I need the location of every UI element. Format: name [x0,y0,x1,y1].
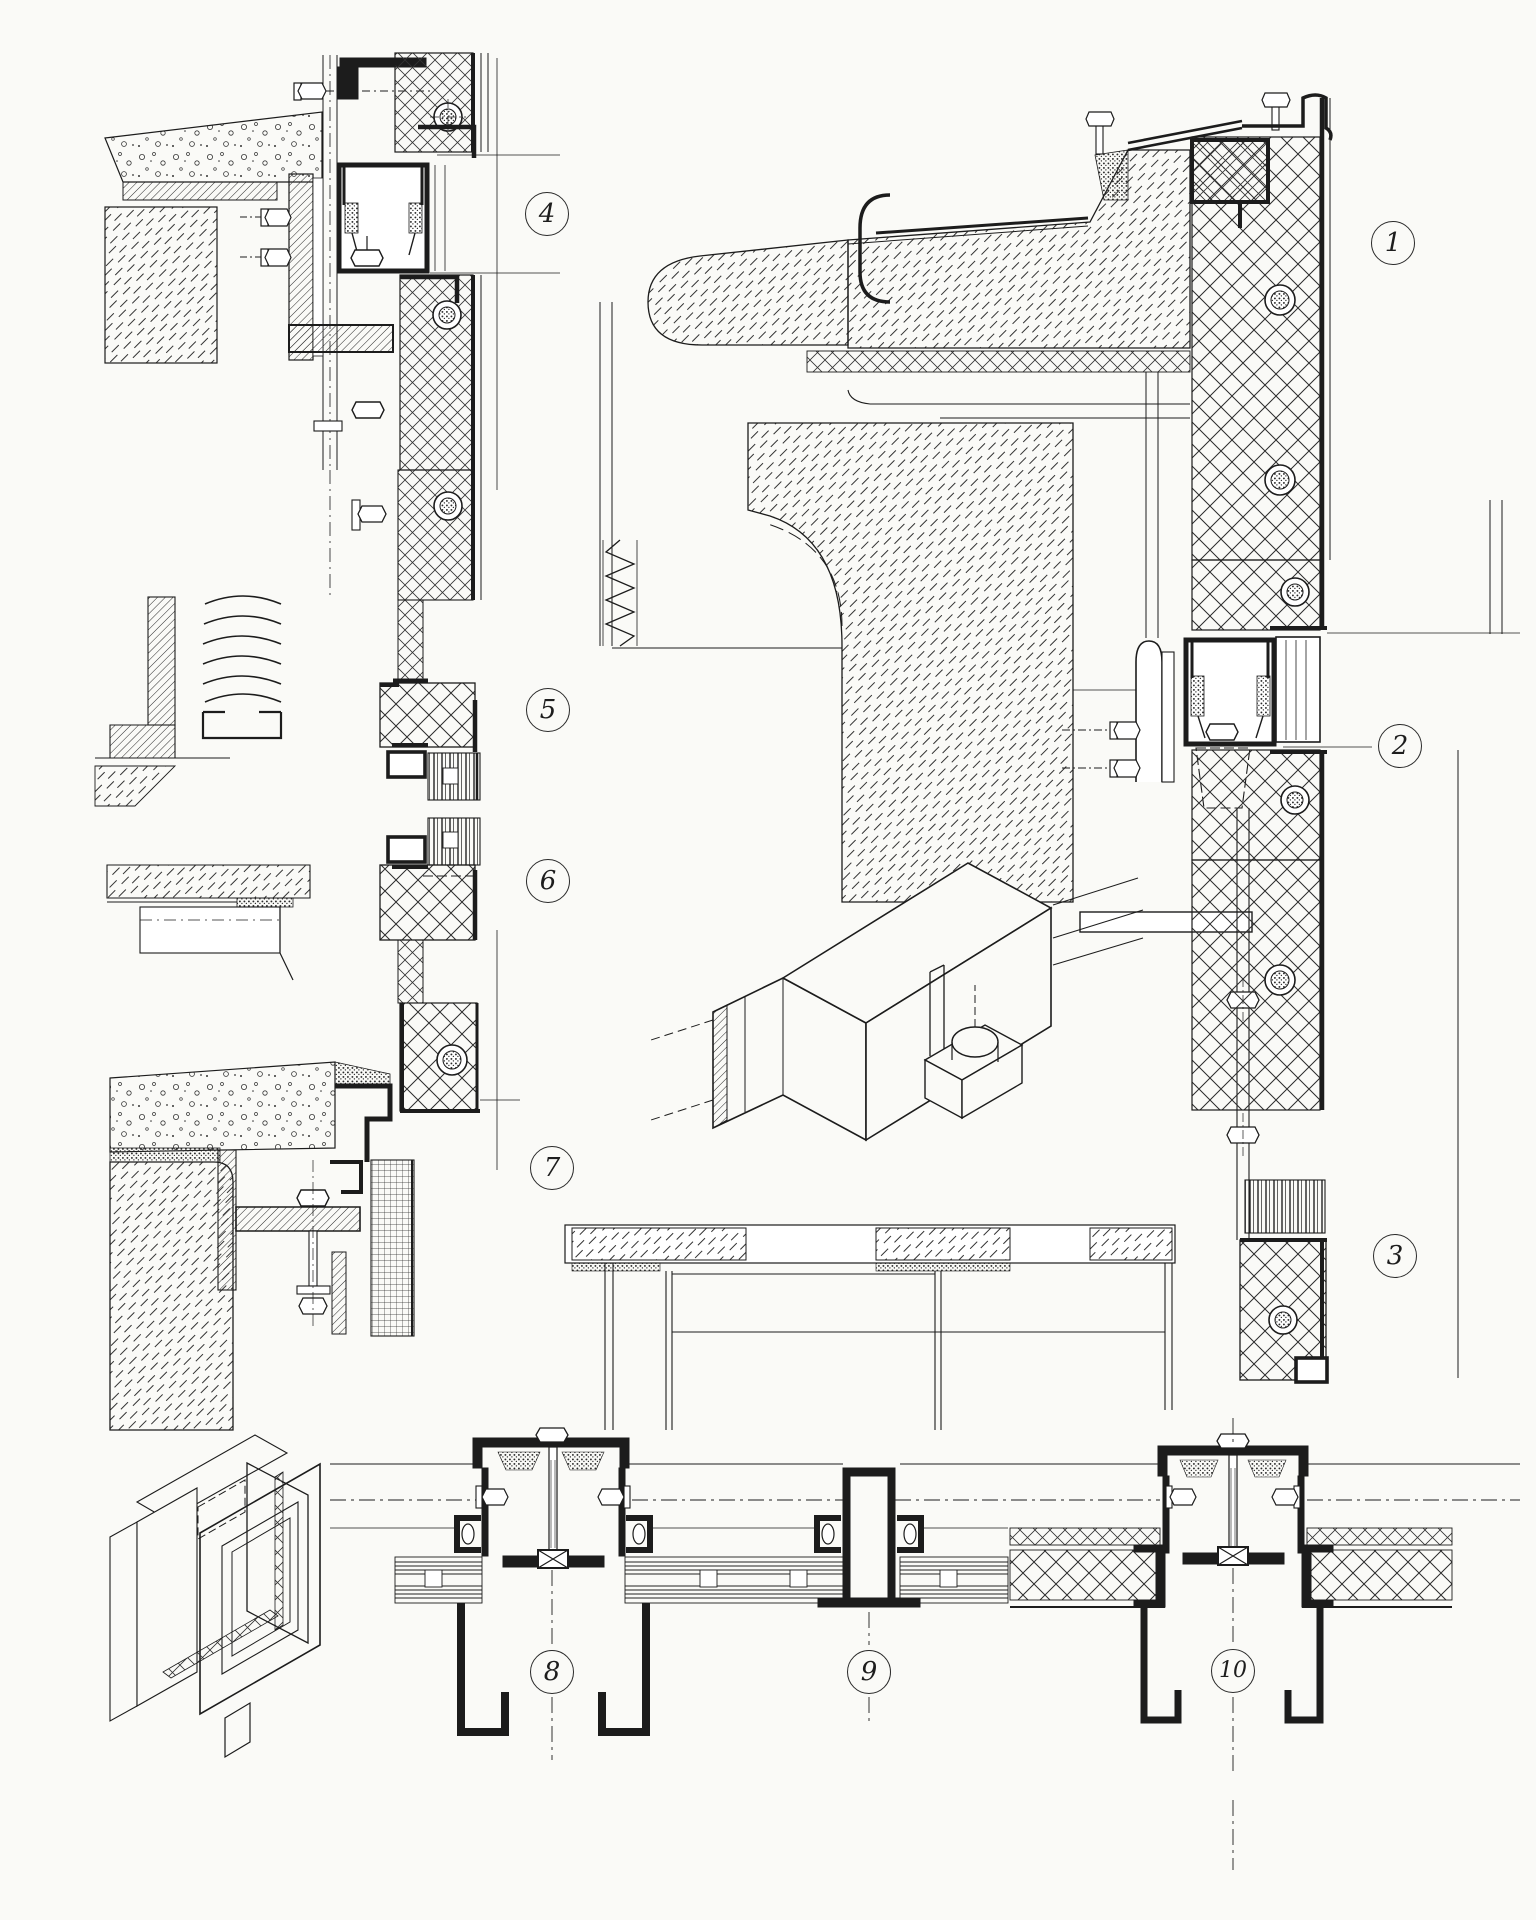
fastener-icon [1280,785,1310,815]
bracket-arm [235,1206,361,1232]
callout-1-label: 1 [1384,228,1402,258]
detail-7-floor-bracket [109,930,520,1431]
fastener-icon [1264,964,1296,996]
detail-10-mullion-panel-plan [1009,1418,1453,1870]
bolt-icon [1226,1113,1260,1157]
callout-10: 10 [1211,1649,1255,1693]
detail-6-head-soffit [106,817,481,1004]
concrete-column [747,422,1074,903]
nut-icon [313,401,385,432]
fastener-icon [1268,1305,1298,1335]
bolt-icon [535,1427,569,1554]
anchor-bracket [1135,640,1163,782]
louver-band [624,1556,844,1604]
sill-profile [335,1083,393,1162]
panel-skin [1306,1527,1453,1546]
bolt-icon [293,82,432,101]
soffit-box [139,906,281,954]
callout-8-label: 8 [543,1657,561,1687]
fastener-icon [1264,464,1296,496]
glazing-plane-lines [330,1463,1520,1529]
fastener-icon [432,300,462,330]
fastener-icon [1264,284,1296,316]
gasket-icon [814,1515,924,1553]
callout-1: 1 [1371,221,1415,265]
channel-anchor-axonometric [650,862,1144,1142]
fastener-icon [433,491,463,521]
callout-8: 8 [530,1650,574,1694]
roof-deck [647,239,849,346]
head-profile [386,750,427,779]
tile-panel [370,1159,415,1337]
concrete-wall [109,1161,234,1431]
fastener-icon [436,1044,468,1076]
detail-2-anchor-bracket [599,302,1520,1378]
channel-leg [598,1603,650,1736]
fastener-icon [1280,577,1310,607]
head-profile [386,835,427,864]
callout-5-label: 5 [539,695,557,725]
coping-end-hook [858,193,891,304]
callout-6-label: 6 [539,866,557,896]
insulation-corner [379,682,476,748]
bolt-icon [240,248,292,267]
bolt-icon [1062,759,1141,778]
bolt-retainer [923,985,1024,1120]
panel-frame-axonometric [109,1434,321,1759]
callout-4-label: 4 [538,199,556,229]
callout-3-label: 3 [1386,1241,1404,1271]
callout-3: 3 [1373,1234,1417,1278]
concrete-screed [109,1061,336,1153]
callout-10-label: 10 [1219,1658,1247,1683]
detail-4-slab-edge-anchor [104,52,560,490]
ceiling-slab [106,864,311,899]
detail-9-joint-plan [814,1467,1009,1725]
fastener-icon [430,99,466,135]
callout-9: 9 [847,1650,891,1694]
bolt-icon [475,1485,509,1509]
channel-leg [1140,1607,1182,1724]
frame-section [1244,1179,1326,1234]
callout-6: 6 [526,859,570,903]
bolt-icon [296,1160,331,1326]
bolt-icon [240,208,292,227]
bolt-icon [1165,1485,1197,1509]
panel-support-plan [564,1224,1176,1430]
nut-icon [350,236,384,267]
convector-symbol [94,595,283,807]
insulation-zigzag [604,539,636,647]
bolt-icon [1085,111,1115,155]
callout-2: 2 [1378,724,1422,768]
concrete-wall [104,206,218,364]
gasket-icon [454,1515,653,1553]
bolt-icon [1271,1485,1301,1509]
nut-icon [1205,723,1239,741]
callout-5: 5 [526,688,570,732]
callout-4: 4 [525,192,569,236]
bolt-icon [1261,92,1291,131]
coping-drip-curl [1242,93,1333,141]
channel-leg [1284,1607,1324,1724]
clamp-bolt-icon [351,499,387,531]
bolt-icon [1062,721,1141,740]
callout-7-label: 7 [543,1153,561,1183]
detail-3-window-head [1191,859,1329,1384]
panel-core [1009,1549,1161,1601]
callout-7: 7 [530,1146,574,1190]
head-profile [1294,1356,1329,1384]
callout-2-label: 2 [1391,731,1409,761]
parapet-screed [847,149,1191,349]
detail-8-mullion-plan [394,1427,844,1760]
bolt-icon [597,1485,631,1509]
concrete-screed [104,111,323,183]
panel-skin [1009,1527,1161,1546]
channel-slot [929,964,945,1056]
channel-leg [457,1603,509,1736]
panel-core [1306,1549,1453,1601]
callout-9-label: 9 [860,1657,878,1687]
detail-5-sill-insulation [329,469,482,801]
